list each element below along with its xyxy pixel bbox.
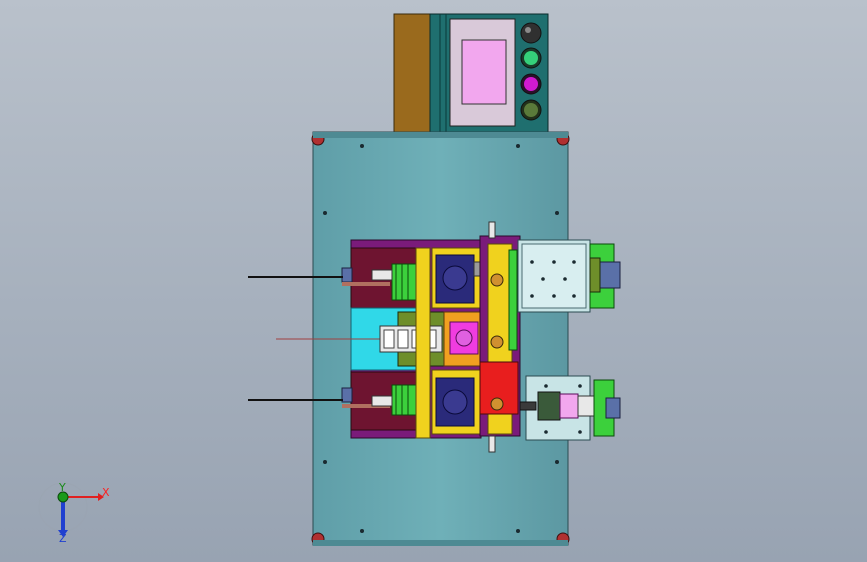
upper-roller-stack [371,263,417,301]
plate-top-edge [313,132,568,138]
green-guide [508,249,518,351]
fixture-assembly[interactable] [248,221,521,453]
reset-button-lamp [524,103,538,117]
x-axis-label: X [102,486,110,499]
hmi-screen[interactable] [461,39,507,105]
emergency-stop-button[interactable] [520,22,542,44]
control-box-side-panel [393,13,431,133]
upper-rod-holder [341,267,353,283]
top-pin [488,221,496,239]
y-axis-label: Y [59,481,66,494]
mounting-holes [323,144,559,533]
middle-bearing [490,335,504,349]
button-highlight [525,27,531,33]
plate-bottom-edge [313,540,568,546]
control-buttons [520,22,542,121]
lower-bearing [490,397,504,411]
center-module [443,311,485,367]
lower-motor [431,369,481,435]
mode-button-lamp [524,77,538,91]
lower-feed-rod [342,404,390,408]
z-axis-label: Z [59,532,67,545]
lower-actuator-rod [519,401,537,411]
control-box[interactable] [393,13,549,133]
lower-rod-holder [341,387,353,403]
bottom-pin [488,435,496,453]
upper-feed-rod [342,282,390,286]
y-axis-marker [57,491,69,503]
start-button-lamp [524,51,538,65]
lower-actuator-pad [559,393,579,419]
lower-roller-stack [371,384,417,416]
axis-triad [38,482,104,537]
yellow-column [415,247,431,439]
upper-side-actuator[interactable] [517,239,621,313]
upper-bearing [490,273,504,287]
upper-motor [431,247,487,309]
lower-side-actuator[interactable] [519,375,621,441]
